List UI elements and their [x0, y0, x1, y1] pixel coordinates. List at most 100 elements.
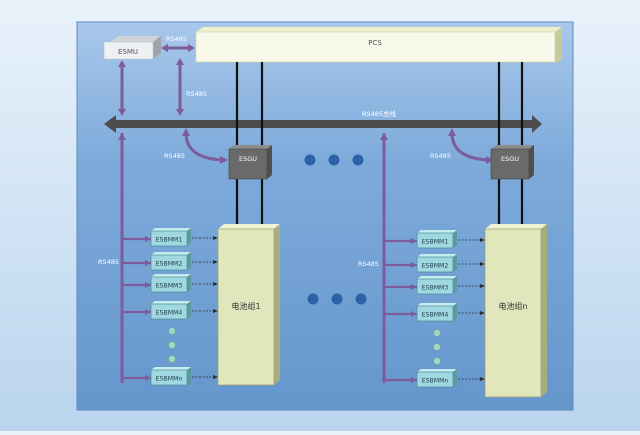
esbmm-branch-arrow [411, 311, 417, 317]
esbmm-box [150, 254, 188, 271]
pcs-label: PCS [368, 39, 382, 47]
esmu-bus-link [118, 60, 126, 116]
esbmm-measure-arrow [213, 375, 218, 379]
esbmm-label: ESBMM4 [422, 312, 449, 319]
esgu-right-node: ESGU [490, 145, 534, 180]
esbmm-branch-arrow [411, 377, 417, 383]
esbmm-box-top [417, 276, 457, 279]
esbmm-right-module: ESBMM4 [384, 303, 485, 322]
esbmm-label: ESBMM4 [156, 310, 183, 317]
esbmm-left-module: ESBMM1 [122, 228, 218, 247]
esgu-left-link-head [220, 156, 228, 164]
esbmm-box [150, 276, 188, 293]
esbmm-right-module: ESBMMn [384, 369, 485, 388]
esbmm-box-top [151, 228, 191, 231]
esbmm-label: ESBMM3 [422, 285, 449, 292]
rs485-left-branch-label: RS485 [98, 258, 119, 266]
esbmm-box-top [417, 303, 457, 306]
esbmm-measure-arrow [213, 260, 218, 264]
rs485-vertical-label: RS485 [186, 90, 207, 98]
esbmm-box-top [151, 301, 191, 304]
esgu-right-link-arrow [448, 128, 456, 136]
esbmm-box-side [187, 228, 191, 246]
esbmm-left-module: ESBMM2 [122, 252, 218, 271]
esbmm-box [416, 305, 454, 322]
esbmm-box-side [453, 369, 457, 387]
esbmm-box-top [417, 230, 457, 233]
esbmm-box-top [417, 254, 457, 257]
battery-left-node: 电池组1 [217, 224, 280, 386]
esbmm-box [416, 371, 454, 388]
esbmm-box-side [187, 252, 191, 270]
esbmm-measure-arrow [480, 311, 485, 315]
battery-left-label: 电池组1 [231, 301, 260, 311]
esbmm-branch-arrow [145, 309, 151, 315]
esbmm-branch-arrow [145, 375, 151, 381]
esbmm-box [416, 232, 454, 249]
esbmm-label: ESBMM3 [156, 283, 183, 290]
left-module-ellipsis [168, 327, 176, 363]
esgu-left-node: ESGU [228, 145, 272, 180]
esbmm-right-module: ESBMM3 [384, 276, 485, 295]
esbmm-box-side [187, 274, 191, 292]
esbmm-branch-arrow [145, 282, 151, 288]
esbmm-branch-arrow [411, 262, 417, 268]
esmu-pcs-link [161, 44, 195, 52]
esmu-label: ESMU [118, 48, 138, 56]
rs485-esgu-left-label: RS485 [164, 152, 185, 160]
esgu-left-label: ESGU [239, 155, 257, 163]
esbmm-box-side [187, 301, 191, 319]
esbmm-right-module: ESBMM1 [384, 230, 485, 249]
esbmm-left-module: ESBMM4 [122, 301, 218, 320]
left-comm-arrow [118, 133, 126, 140]
rs485-esgu-right-label: RS485 [430, 152, 451, 160]
esbmm-label: ESBMM1 [422, 239, 449, 246]
esbmm-box-top [417, 369, 457, 372]
ellipsis-bottom [307, 293, 367, 305]
esbmm-branch-arrow [145, 236, 151, 242]
esbmm-box-side [453, 230, 457, 248]
esbmm-box [416, 278, 454, 295]
esbmm-left-module: ESBMM3 [122, 274, 218, 293]
pcs-bus-link [176, 58, 184, 116]
esbmm-label: ESBMM2 [156, 261, 183, 268]
esbmm-box [416, 256, 454, 273]
esbmm-label: ESBMMn [422, 378, 449, 385]
esbmm-left-module: ESBMMn [122, 367, 218, 386]
esbmm-box [150, 230, 188, 247]
esbmm-measure-arrow [480, 284, 485, 288]
esgu-right-link [450, 132, 489, 162]
esbmm-branch-arrow [411, 238, 417, 244]
battery-right-node: 电池组n [484, 224, 547, 398]
esbmm-branch-arrow [411, 284, 417, 290]
rs485-bus [104, 115, 542, 133]
esgu-right-link-head [486, 156, 494, 164]
esbmm-box-side [453, 276, 457, 294]
esgu-left-link-arrow [182, 128, 190, 136]
battery-right-label: 电池组n [498, 301, 527, 311]
rs485-top-label: RS485 [166, 35, 187, 43]
esbmm-box [150, 369, 188, 386]
esbmm-measure-arrow [213, 309, 218, 313]
esbmm-right-module: ESBMM2 [384, 254, 485, 273]
ellipsis-top [304, 154, 364, 166]
esbmm-label: ESBMM2 [422, 263, 449, 270]
pcs-node: PCS [195, 27, 562, 64]
esbmm-box-side [453, 303, 457, 321]
rs485-bus-label: RS485总线 [362, 109, 397, 118]
esbmm-measure-arrow [213, 236, 218, 240]
esbmm-box-side [453, 254, 457, 272]
esbmm-box [150, 303, 188, 320]
esbmm-box-top [151, 252, 191, 255]
esbmm-label: ESBMM1 [156, 237, 183, 244]
esmu-node: ESMU [103, 36, 161, 60]
esbmm-measure-arrow [480, 377, 485, 381]
right-comm-arrow [380, 133, 388, 140]
esbmm-measure-arrow [480, 262, 485, 266]
esbmm-branch-arrow [145, 260, 151, 266]
esgu-right-label: ESGU [501, 155, 519, 163]
esbmm-measure-arrow [480, 238, 485, 242]
